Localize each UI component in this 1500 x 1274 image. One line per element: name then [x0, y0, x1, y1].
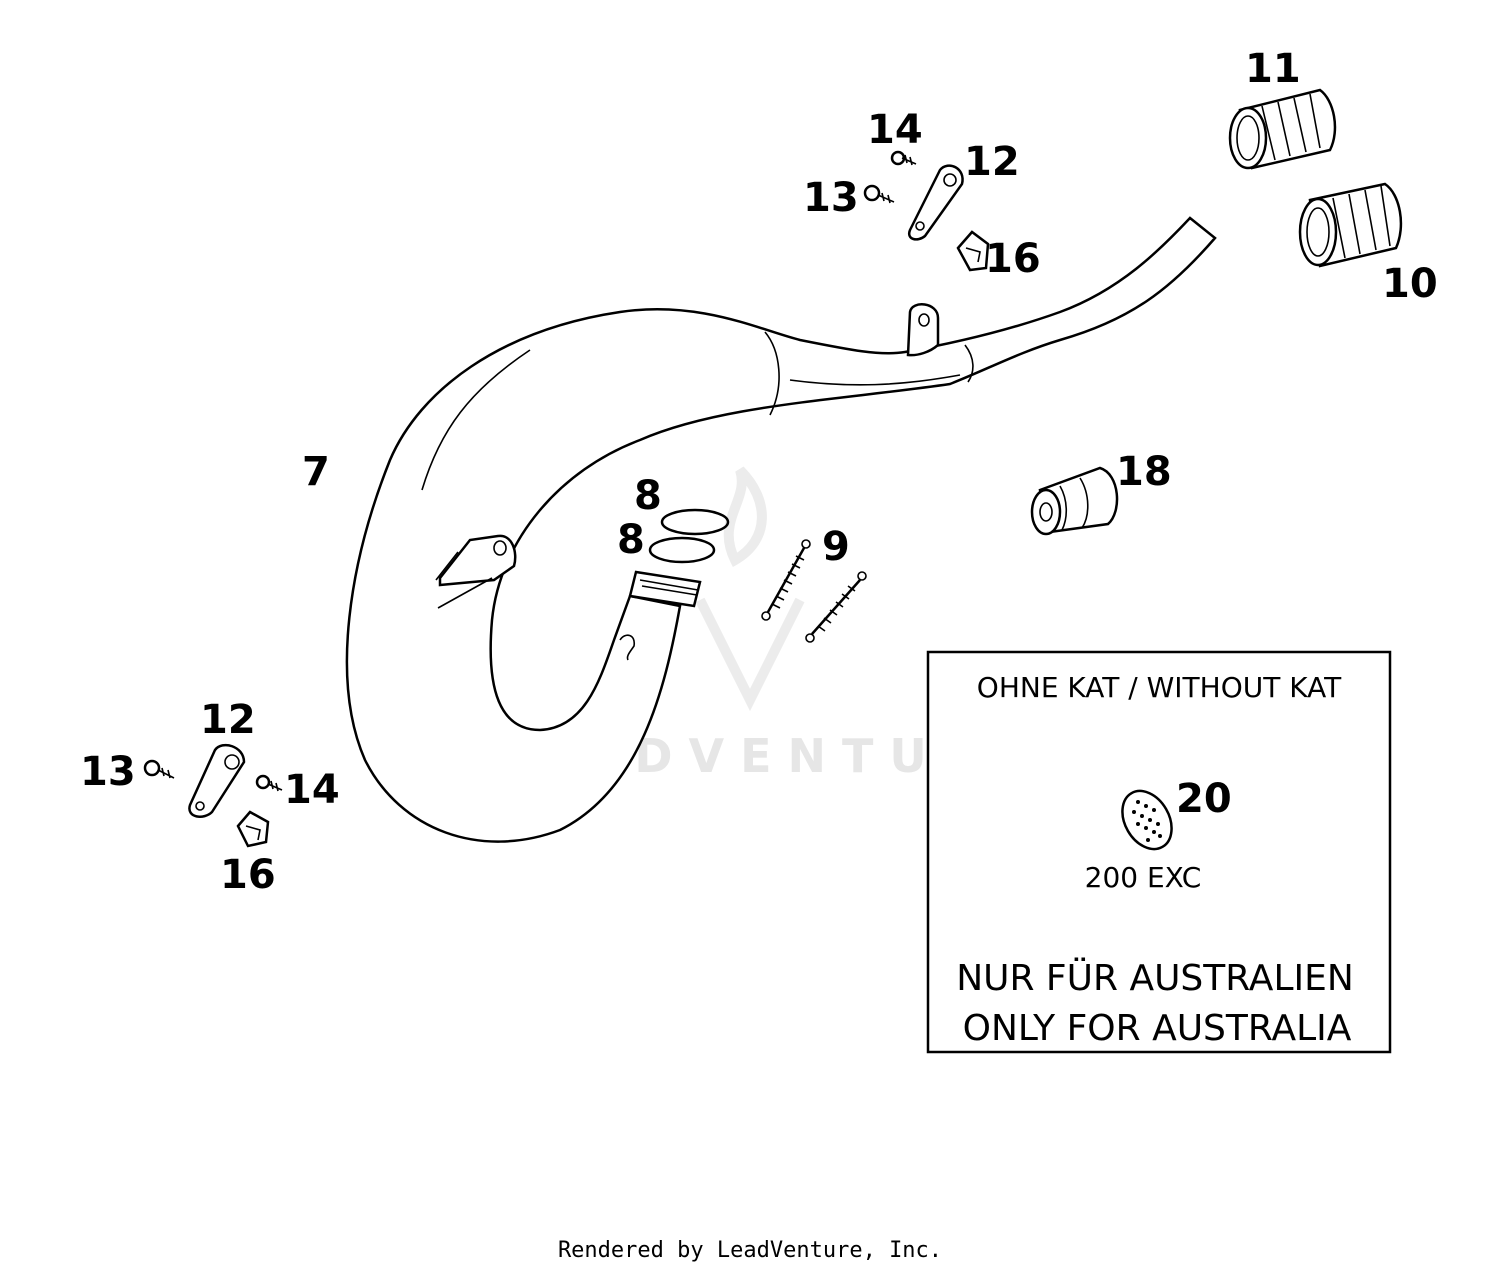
screw-14-bottom[interactable]: [255, 774, 283, 792]
callout-13-top: 13: [803, 175, 859, 221]
rubber-sleeve-11[interactable]: [1228, 88, 1337, 170]
callout-8-lower: 8: [617, 517, 645, 563]
screw-13-bottom[interactable]: [143, 759, 175, 779]
callout-20: 20: [1176, 776, 1232, 822]
inset-model: 200 EXC: [1085, 861, 1202, 894]
callout-18: 18: [1116, 449, 1172, 495]
inset-note-de: NUR FÜR AUSTRALIEN: [956, 957, 1354, 999]
o-ring-lower[interactable]: [648, 536, 716, 564]
callout-7: 7: [302, 449, 330, 495]
exhaust-pipe[interactable]: [345, 216, 1217, 843]
callout-16-bottom: 16: [220, 852, 276, 898]
catalyst-insert[interactable]: [1112, 782, 1181, 858]
bracket-bottom[interactable]: [188, 743, 246, 818]
inset-note-en: ONLY FOR AUSTRALIA: [963, 1008, 1352, 1049]
callout-14-top: 14: [867, 107, 923, 153]
callout-8-upper: 8: [634, 473, 662, 519]
callout-11: 11: [1245, 46, 1301, 92]
watermark-logo: [695, 466, 805, 712]
rubber-sleeve-10[interactable]: [1298, 182, 1403, 268]
callout-14-bottom: 14: [284, 767, 340, 813]
callout-16-top: 16: [985, 236, 1041, 282]
callout-12-bottom: 12: [200, 697, 256, 743]
exhaust-springs[interactable]: [761, 539, 867, 643]
footer-credit: Rendered by LeadVenture, Inc.: [557, 1238, 943, 1263]
inset-without-kat: OHNE KAT / WITHOUT KAT 20 200 EXC NUR FÜ…: [926, 650, 1392, 1054]
damper[interactable]: [1030, 466, 1119, 536]
clip-top[interactable]: [956, 230, 990, 272]
inset-title: OHNE KAT / WITHOUT KAT: [977, 671, 1342, 704]
screw-14-top[interactable]: [890, 150, 917, 166]
o-ring-upper[interactable]: [660, 508, 730, 536]
clip-bottom[interactable]: [236, 810, 270, 848]
callout-9: 9: [822, 524, 850, 570]
bracket-top[interactable]: [907, 164, 964, 241]
screw-13-top[interactable]: [863, 184, 895, 204]
callout-12-top: 12: [964, 139, 1020, 185]
callout-10: 10: [1382, 261, 1438, 307]
callout-13-bottom: 13: [80, 749, 136, 795]
